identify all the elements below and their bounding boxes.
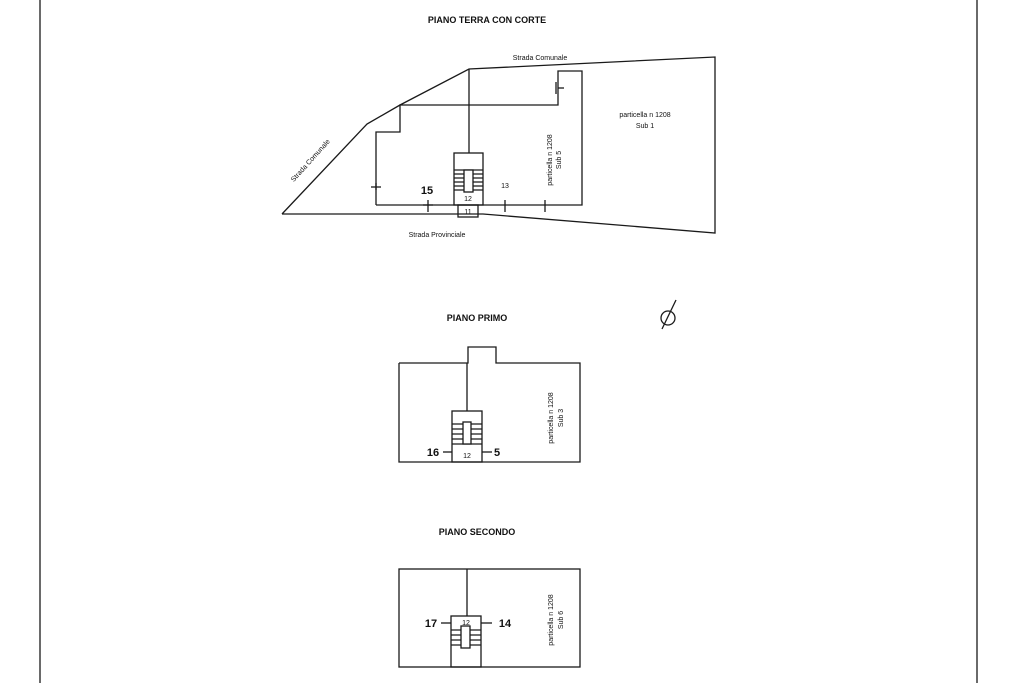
first-floor-plan: PIANO PRIMO 16 12 5 particella n 1208 Su… [398,313,581,463]
staircase [450,615,482,668]
inner-parcel-sub: Sub 5 [556,151,563,169]
entrance [457,204,479,218]
stair-12: 12 [463,453,471,460]
compass-icon [660,299,677,330]
stair-steps [454,169,483,193]
parcel-label: particella n 1208 [619,112,670,119]
stair-steps [443,421,492,453]
second-floor-title: PIANO SECONDO [439,527,516,537]
lot-boundary [281,56,716,234]
stair-steps [441,622,492,649]
parcel-label: particella n 1208 [548,392,555,443]
access-ticks [371,82,564,212]
parcel-sub: Sub 3 [558,409,565,427]
unit-14: 14 [499,618,512,630]
floor-outline [398,568,581,668]
road-left-label: Strada Comunale [290,138,332,183]
ground-floor-title: PIANO TERRA CON CORTE [428,15,546,25]
ground-floor-plan: PIANO TERRA CON CORTE Strada Comunale St… [281,15,716,239]
parcel-label: particella n 1208 [548,594,555,645]
stair-12: 12 [462,620,470,627]
first-floor-title: PIANO PRIMO [447,313,508,323]
unit-17: 17 [425,618,437,630]
unit-15: 15 [421,185,433,197]
inner-parcel-label: particella n 1208 [547,134,554,185]
second-floor-plan: PIANO SECONDO 17 12 14 particella n 1208… [398,527,581,668]
stair-11: 11 [464,209,471,216]
unit-16: 16 [427,447,439,459]
parcel-sub: Sub 1 [636,123,654,130]
road-bottom-label: Strada Provinciale [409,232,466,239]
unit-5: 5 [494,447,500,459]
road-top-label: Strada Comunale [513,55,568,62]
parcel-sub: Sub 6 [558,611,565,629]
stair-12: 12 [464,196,472,203]
staircase [451,410,483,463]
unit-13: 13 [501,183,509,190]
building-outline [375,70,583,206]
